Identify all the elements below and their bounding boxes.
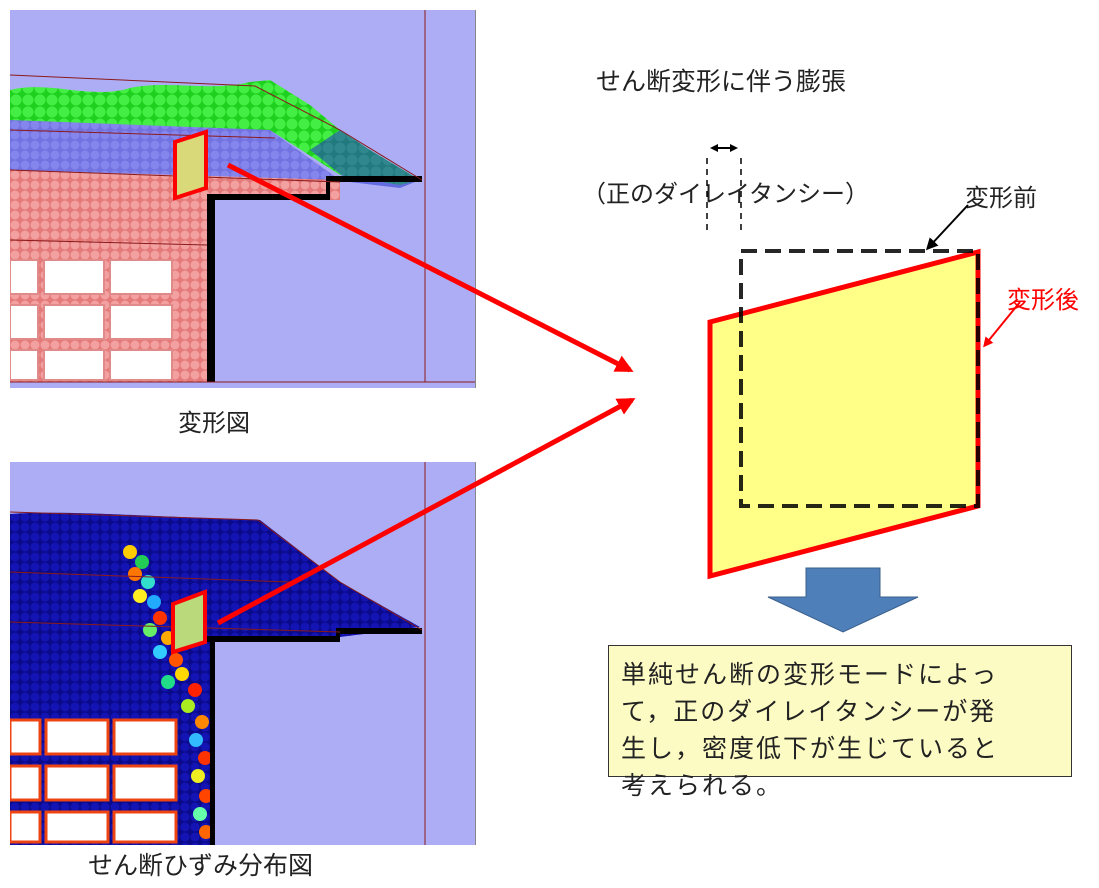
top-link-arrow [226,162,634,373]
shear-strain-figure [10,462,476,845]
top-element-marker [173,129,208,201]
original-shape [739,249,980,508]
deformed-shape [707,248,981,580]
before-pointer-arrow [925,204,969,251]
dilatancy-label: （正のダイレイタンシー） [582,180,870,208]
note-line: 生し，密度低下が生じていると [621,734,1000,763]
shear-strain-figure-svg [10,462,426,845]
caption-top: 変形図 [178,409,250,437]
diagram-title: せん断変形に伴う膨張 [596,67,847,96]
caption-bottom: せん断ひずみ分布図 [88,851,314,880]
after-pointer-arrow [983,301,1021,348]
note-line: て，正のダイレイタンシーが発 [621,697,997,726]
after-label: 変形後 [1007,286,1079,314]
bottom-link-arrow [216,397,636,626]
down-arrow-icon [767,567,919,633]
before-label: 変形前 [965,184,1037,212]
conclusion-note: 単純せん断の変形モードによっ て，正のダイレイタンシーが発 生し，密度低下が生じ… [608,645,1072,800]
note-line: 考えられる。 [621,771,784,800]
bottom-element-marker [171,589,207,655]
note-line: 単純せん断の変形モードによっ [621,660,999,689]
